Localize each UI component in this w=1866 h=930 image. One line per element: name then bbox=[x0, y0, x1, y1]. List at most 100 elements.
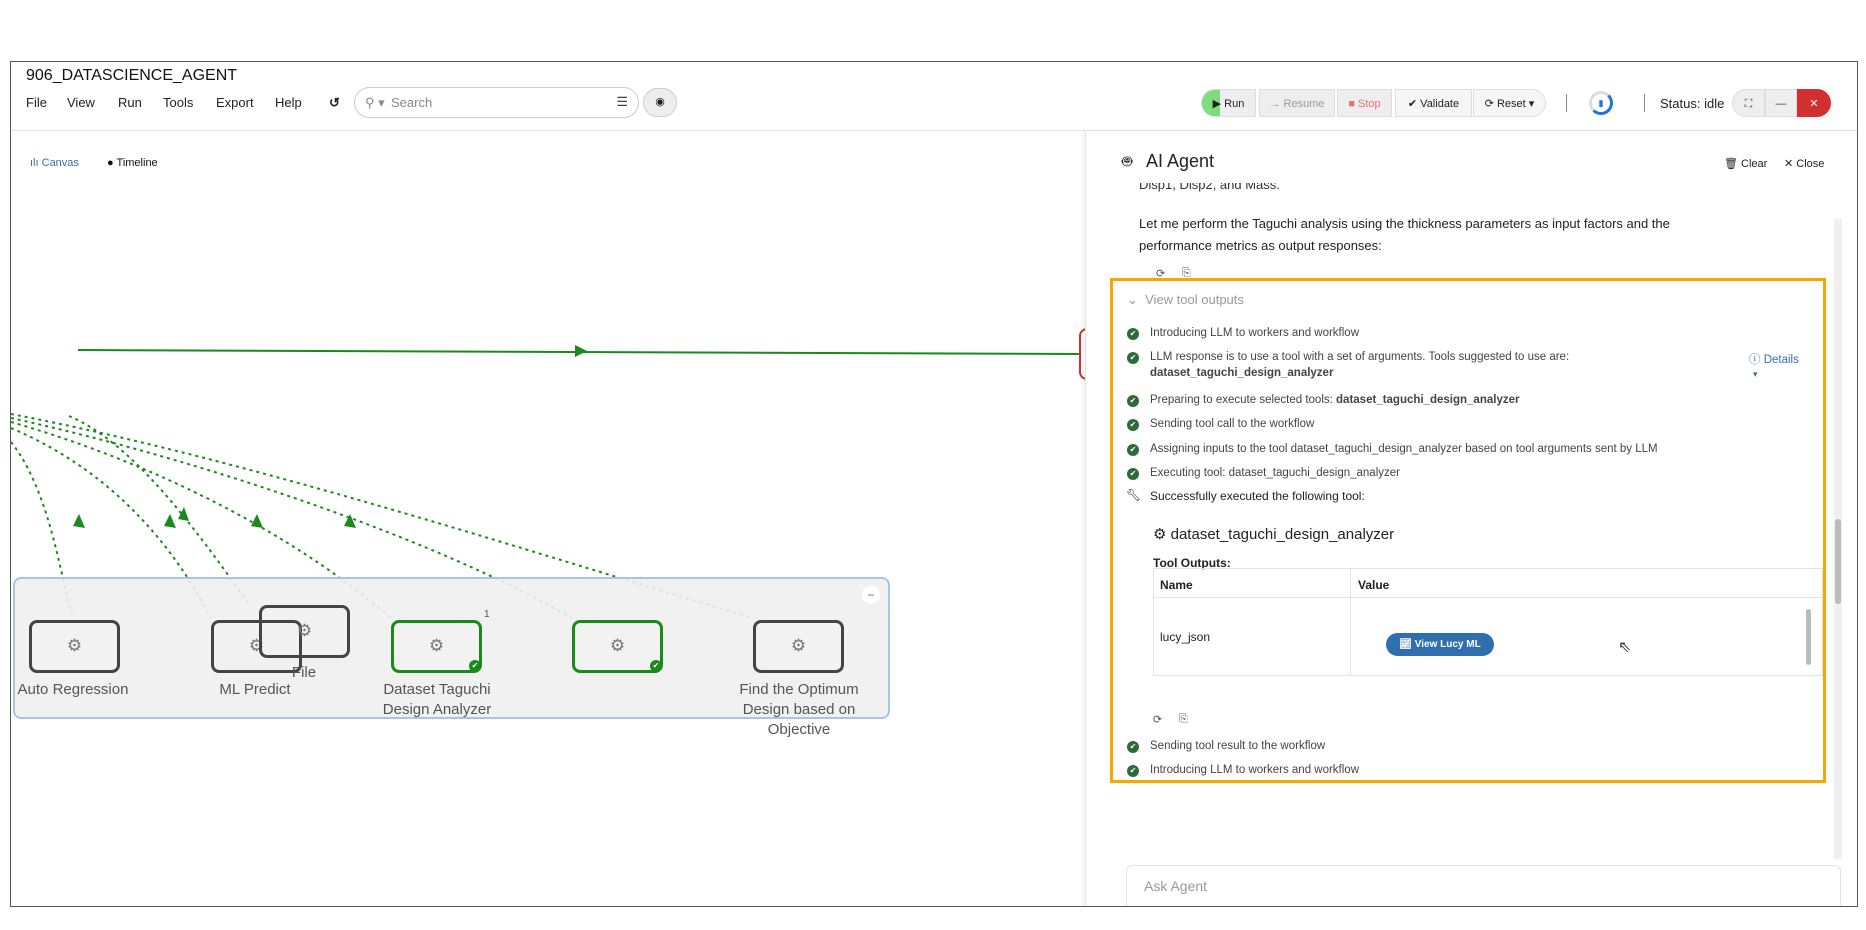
check-icon: ✔ bbox=[1127, 328, 1139, 340]
node-unnamed[interactable]: ⚙✔ bbox=[572, 620, 663, 673]
caret-down-icon[interactable]: ▾ bbox=[1753, 369, 1758, 379]
step-item: ✔Executing tool: dataset_taguchi_design_… bbox=[1127, 467, 1400, 480]
edge-arrow-icon bbox=[575, 345, 587, 357]
node-label: File bbox=[291, 664, 317, 681]
input-placeholder: Ask Agent bbox=[1144, 878, 1208, 894]
divider bbox=[1154, 597, 1822, 598]
check-icon: ✔ bbox=[1127, 468, 1139, 480]
app-window: 906_DATASCIENCE_AGENT File View Run Tool… bbox=[10, 61, 1858, 907]
close-panel-button[interactable]: ✕ Close bbox=[1784, 158, 1825, 170]
success-text: 🔧︎Successfully executed the following to… bbox=[1126, 488, 1365, 503]
record-button[interactable]: ◉ bbox=[643, 88, 677, 117]
view-lucy-ml-button[interactable]: 📈︎ View Lucy ML bbox=[1386, 633, 1494, 656]
node-find-optimum[interactable]: ⚙ bbox=[753, 620, 844, 673]
column-header: Name bbox=[1160, 578, 1193, 592]
resume-button[interactable]: → Resume bbox=[1259, 89, 1335, 117]
regenerate-icon[interactable]: ⟳ bbox=[1153, 714, 1163, 726]
panel-title: AI Agent bbox=[1146, 151, 1215, 171]
menu-view[interactable]: View bbox=[67, 95, 95, 110]
step-item: ✔Sending tool call to the workflow bbox=[1127, 418, 1314, 431]
collapse-group-button[interactable]: − bbox=[862, 586, 880, 604]
mouse-cursor-icon: ⇖ bbox=[1618, 639, 1632, 656]
edge-dashed[interactable] bbox=[11, 441, 74, 619]
success-check-icon: ✔ bbox=[650, 660, 662, 672]
close-window-icon[interactable]: ✕ bbox=[1797, 89, 1831, 117]
node-label: Dataset Taguchi Design Analyzer bbox=[382, 681, 492, 718]
divider bbox=[1644, 94, 1645, 112]
gear-icon: ⚙ bbox=[609, 636, 626, 655]
details-link[interactable]: ⓘ Details bbox=[1749, 354, 1799, 366]
node-label: ML Predict bbox=[219, 681, 291, 698]
gear-icon: ⚙ bbox=[66, 636, 83, 655]
menu-run[interactable]: Run bbox=[118, 95, 142, 110]
gear-icon: ⚙ bbox=[790, 636, 807, 655]
edge-arrow-icon bbox=[251, 514, 263, 528]
reset-button[interactable]: ⟳ Reset ▾ bbox=[1473, 89, 1546, 117]
edge-arrow-icon bbox=[344, 514, 356, 528]
chat-scrollbar[interactable] bbox=[1834, 219, 1842, 859]
tab-canvas[interactable]: ılı Canvas bbox=[30, 157, 79, 169]
message-text: Disp1, Disp2, and Mass. bbox=[1139, 183, 1280, 192]
search-icon: ⚲ ▾ bbox=[365, 95, 385, 110]
status-text: Status: idle bbox=[1660, 96, 1725, 111]
robot-icon: 🤖︎ bbox=[1122, 152, 1133, 171]
check-icon: ✔ bbox=[1127, 765, 1139, 777]
validate-button[interactable]: ✔ Validate bbox=[1395, 89, 1472, 117]
check-icon: ✔ bbox=[1127, 352, 1139, 364]
menu-file[interactable]: File bbox=[26, 95, 47, 110]
node-badge: 1 bbox=[484, 609, 490, 620]
history-icon[interactable]: ↺ bbox=[329, 95, 340, 110]
table-scrollbar[interactable] bbox=[1806, 609, 1811, 665]
step-item: ✔Preparing to execute selected tools: da… bbox=[1127, 394, 1519, 407]
tool-outputs-label: Tool Outputs: bbox=[1153, 556, 1231, 570]
menu-help[interactable]: Help bbox=[275, 95, 302, 110]
step-item: ✔Introducing LLM to workers and workflow bbox=[1127, 327, 1359, 340]
edge-dashed[interactable] bbox=[11, 413, 754, 619]
table-cell-name: lucy_json bbox=[1160, 630, 1211, 644]
gear-icon: ⚙ bbox=[428, 636, 445, 655]
app-title: 906_DATASCIENCE_AGENT bbox=[26, 67, 238, 84]
step-item: ✔LLM response is to use a tool with a se… bbox=[1127, 351, 1569, 383]
check-icon: ✔ bbox=[1127, 395, 1139, 407]
stop-button[interactable]: ■ Stop bbox=[1337, 89, 1392, 117]
node-label: Auto Regression bbox=[17, 681, 129, 698]
view-tool-outputs-toggle[interactable]: ⌄ View tool outputs bbox=[1127, 292, 1244, 307]
check-icon: ✔ bbox=[1127, 741, 1139, 753]
minimize-icon[interactable]: — bbox=[1765, 89, 1797, 117]
copy-icon[interactable]: ⎘ bbox=[1182, 267, 1191, 279]
scrollbar-thumb[interactable] bbox=[1835, 519, 1841, 604]
menu-tools[interactable]: Tools bbox=[163, 95, 194, 110]
tool-title: ⚙ dataset_taguchi_design_analyzer bbox=[1153, 526, 1395, 543]
wrench-icon: 🔧︎ bbox=[1126, 488, 1142, 502]
node-dataset-taguchi[interactable]: ⚙✔ bbox=[391, 620, 482, 673]
node-file[interactable]: ⚙ bbox=[259, 605, 350, 658]
edge-dashed[interactable] bbox=[11, 427, 212, 619]
edge-arrow-icon bbox=[178, 507, 189, 521]
regenerate-icon[interactable]: ⟳ bbox=[1156, 268, 1166, 280]
menu-export[interactable]: Export bbox=[216, 95, 254, 110]
copy-icon[interactable]: ⎘ bbox=[1179, 713, 1188, 725]
node-label: Find the Optimum Design based on Objecti… bbox=[739, 681, 859, 738]
run-button[interactable]: ▶ Run bbox=[1201, 89, 1256, 117]
check-icon: ✔ bbox=[1127, 444, 1139, 456]
ai-agent-panel: 🤖︎ AI Agent 🗑︎ Clear ✕ Close Disp1, Disp… bbox=[1085, 131, 1857, 906]
canvas-edges bbox=[11, 345, 1082, 619]
edge-arrow-icon bbox=[73, 514, 85, 528]
chat-scroll-area: Disp1, Disp2, and Mass. Let me perform t… bbox=[1086, 183, 1826, 863]
tab-timeline[interactable]: ● Timeline bbox=[107, 157, 158, 169]
fullscreen-icon[interactable]: ⛶ bbox=[1732, 89, 1765, 117]
step-item: ✔Introducing LLM to workers and workflow bbox=[1127, 764, 1359, 777]
ask-agent-input[interactable]: Ask Agent 📎︎ 🎤︎ </> ⊕ ▼ bbox=[1126, 865, 1841, 906]
clear-button[interactable]: 🗑︎ Clear bbox=[1724, 158, 1768, 170]
node-auto-regression[interactable]: ⚙ bbox=[29, 620, 120, 673]
tool-outputs-highlight: ⌄ View tool outputs ✔Introducing LLM to … bbox=[1110, 278, 1826, 783]
divider bbox=[1566, 94, 1567, 112]
tool-outputs-table: Name Value lucy_json 📈︎ View Lucy ML bbox=[1153, 568, 1823, 676]
step-item: ✔Sending tool result to the workflow bbox=[1127, 740, 1325, 753]
progress-spinner-icon[interactable]: ▮ bbox=[1589, 91, 1613, 115]
search-placeholder: Search bbox=[391, 95, 433, 110]
filter-settings-icon[interactable]: ☰ bbox=[616, 94, 628, 109]
message-text: Let me perform the Taguchi analysis usin… bbox=[1139, 216, 1670, 253]
gear-icon: ⚙ bbox=[296, 621, 313, 640]
search-input[interactable]: ⚲ ▾ Search ☰ bbox=[354, 87, 639, 118]
